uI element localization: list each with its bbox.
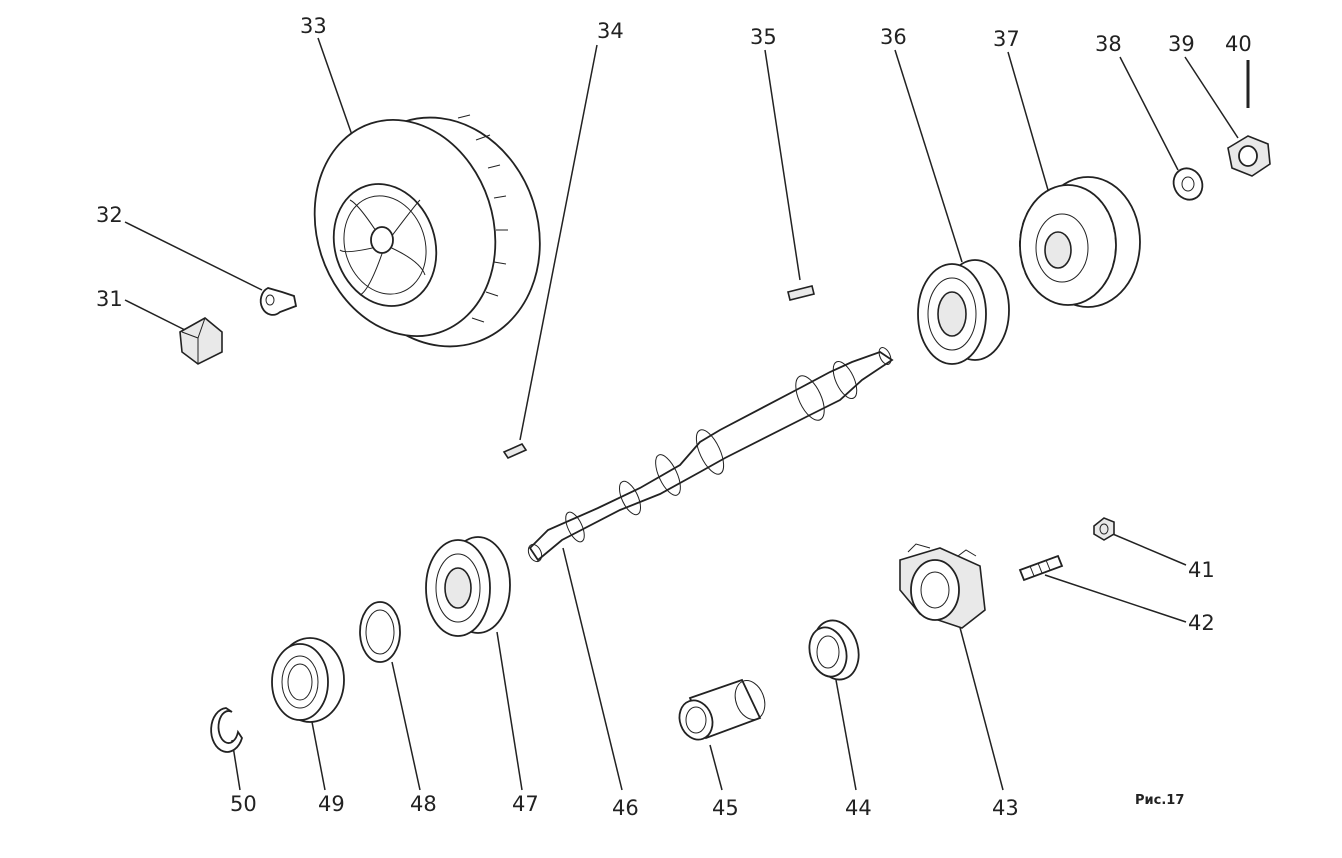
part-37-gear — [1019, 176, 1141, 308]
callout-40: 40 — [1225, 32, 1252, 56]
callout-42: 42 — [1188, 611, 1215, 635]
leader-41 — [1107, 531, 1187, 566]
part-31-nut — [179, 317, 223, 365]
callout-41: 41 — [1188, 558, 1215, 582]
leader-32 — [124, 221, 263, 291]
callout-34: 34 — [597, 19, 624, 43]
callout-32: 32 — [96, 203, 123, 227]
leader-35 — [764, 49, 801, 281]
part-43-bearing-housing — [899, 543, 986, 629]
leader-36 — [894, 49, 963, 263]
leader-46 — [562, 547, 623, 791]
part-36-bearing — [917, 259, 1010, 365]
part-46-shaft — [527, 347, 894, 563]
part-49-seal — [271, 637, 345, 723]
callout-38: 38 — [1095, 32, 1122, 56]
leader-42 — [1044, 574, 1187, 623]
leader-33 — [317, 37, 353, 136]
part-50-circlip — [210, 707, 243, 753]
callout-numbers: 31 32 33 34 35 36 37 38 39 40 41 42 43 4… — [96, 14, 1252, 820]
leader-49 — [311, 721, 326, 791]
leader-34 — [519, 44, 598, 441]
callout-44: 44 — [845, 796, 872, 820]
callout-31: 31 — [96, 287, 123, 311]
part-48-washer — [359, 601, 401, 663]
callout-35: 35 — [750, 25, 777, 49]
part-42-stud — [1018, 554, 1064, 582]
part-41-nut — [1093, 517, 1115, 541]
part-34-key — [502, 442, 528, 460]
leader-38 — [1119, 56, 1179, 171]
callout-50: 50 — [230, 792, 257, 816]
callout-37: 37 — [993, 27, 1020, 51]
part-45-sleeve — [678, 678, 766, 741]
figure-caption: Рис.17 — [1135, 793, 1184, 808]
leader-39 — [1184, 56, 1239, 139]
callout-43: 43 — [992, 796, 1019, 820]
part-32-tab-washer — [259, 287, 298, 316]
leader-44 — [835, 679, 857, 791]
part-35-key — [787, 285, 815, 301]
callout-33: 33 — [300, 14, 327, 38]
part-33-impeller — [313, 114, 541, 348]
leader-43 — [957, 619, 1004, 791]
leader-37 — [1007, 51, 1049, 191]
callout-47: 47 — [512, 792, 539, 816]
callout-45: 45 — [712, 796, 739, 820]
part-39-castle-nut — [1227, 135, 1271, 177]
callout-49: 49 — [318, 792, 345, 816]
part-47-bearing — [425, 536, 511, 637]
leader-45 — [709, 744, 723, 791]
part-44-ring — [808, 619, 860, 681]
callout-48: 48 — [410, 792, 437, 816]
callout-39: 39 — [1168, 32, 1195, 56]
leader-47 — [496, 631, 523, 791]
leader-lines — [124, 37, 1250, 791]
part-38-washer — [1172, 167, 1204, 201]
callout-36: 36 — [880, 25, 907, 49]
leader-31 — [124, 299, 186, 331]
leader-48 — [391, 661, 421, 791]
callout-46: 46 — [612, 796, 639, 820]
